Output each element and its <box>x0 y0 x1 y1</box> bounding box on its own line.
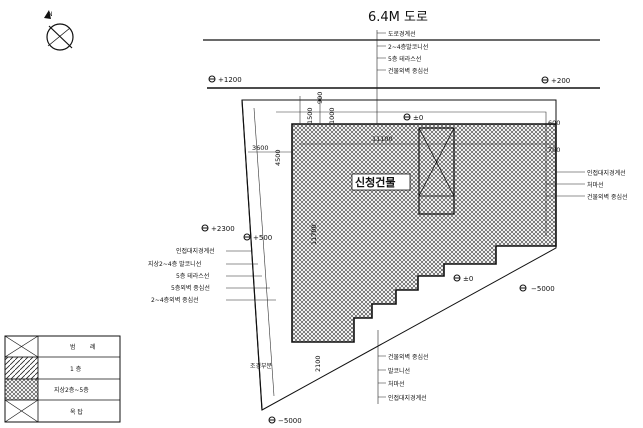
svg-text:인접대지경계선: 인접대지경계선 <box>587 169 626 177</box>
building-label: 신청건물 <box>355 175 395 189</box>
legend-swatch-floor1 <box>4 356 39 380</box>
svg-text:2~4층발코니선: 2~4층발코니선 <box>388 43 428 51</box>
svg-text:2~4층외벽 중심선: 2~4층외벽 중심선 <box>151 296 199 304</box>
svg-text:건물외벽 중심선: 건물외벽 중심선 <box>388 67 429 75</box>
legend-header-1: 범 <box>70 343 76 351</box>
svg-text:처마선: 처마선 <box>388 380 405 388</box>
svg-text:5층 테라스선: 5층 테라스선 <box>176 272 209 280</box>
top-callouts: 도로경계선 2~4층발코니선 5층 테라스선 건물외벽 중심선 <box>377 30 429 75</box>
dim-2100: 2100 <box>314 355 322 372</box>
dim-900: 900 <box>316 92 324 104</box>
svg-text:지상2~4층 발코니선: 지상2~4층 발코니선 <box>148 260 201 268</box>
dim-3600: 3600 <box>252 144 269 152</box>
dim-700: 700 <box>548 146 560 154</box>
bottom-callouts: 건물외벽 중심선 발코니선 처마선 인접대지경계선 <box>378 353 429 402</box>
legend: 범 례 1 층 지상2층~5층 옥 탑 <box>4 335 121 423</box>
legend-row-3: 옥 탑 <box>70 408 83 416</box>
elevation-marker: +500 <box>243 233 272 242</box>
dim-1000: 1000 <box>328 107 336 124</box>
core-box <box>418 127 455 215</box>
svg-text:±0: ±0 <box>463 275 473 283</box>
svg-text:처마선: 처마선 <box>587 181 604 189</box>
dim-1500: 1500 <box>306 107 314 124</box>
legend-swatch-upper <box>4 378 39 401</box>
svg-text:+500: +500 <box>253 234 272 242</box>
svg-text:−5000: −5000 <box>531 285 555 293</box>
elevation-marker: +1200 <box>208 75 242 84</box>
svg-text:±0: ±0 <box>413 114 423 122</box>
north-arrow-icon: N <box>44 10 74 51</box>
svg-text:N: N <box>48 11 53 18</box>
corner-label: 조경부분 <box>250 363 273 370</box>
elevation-marker: ±0 <box>453 274 473 283</box>
svg-text:−5000: −5000 <box>278 417 302 425</box>
svg-text:발코니선: 발코니선 <box>388 367 410 375</box>
svg-text:인접대지경계선: 인접대지경계선 <box>388 394 427 402</box>
svg-text:건물외벽 중심선: 건물외벽 중심선 <box>388 353 429 361</box>
elevation-marker: −5000 <box>519 284 555 293</box>
elevation-marker: ±0 <box>403 113 423 122</box>
left-callouts: 인접대지경계선 지상2~4층 발코니선 5층 테라스선 5층외벽 중심선 2~4… <box>148 247 276 304</box>
dim-11100: 11100 <box>372 135 393 143</box>
svg-text:건물외벽 중심선: 건물외벽 중심선 <box>587 193 628 201</box>
elevation-marker: −5000 <box>268 416 302 425</box>
svg-text:+2300: +2300 <box>211 225 235 233</box>
building-footprint <box>291 123 557 343</box>
dim-600: 600 <box>548 119 560 127</box>
svg-text:도로경계선: 도로경계선 <box>388 30 416 38</box>
svg-text:+200: +200 <box>551 77 570 85</box>
dim-11700: 11700 <box>310 224 318 245</box>
right-callouts: 인접대지경계선 처마선 건물외벽 중심선 <box>546 169 628 201</box>
svg-text:인접대지경계선: 인접대지경계선 <box>176 247 215 255</box>
legend-header-2: 례 <box>90 343 96 351</box>
legend-row-1: 1 층 <box>70 365 82 373</box>
elevation-marker: +2300 <box>201 224 235 233</box>
dim-4500: 4500 <box>274 149 282 166</box>
svg-text:5층 테라스선: 5층 테라스선 <box>388 55 421 63</box>
road-label: 6.4M 도로 <box>368 10 428 25</box>
legend-row-2: 지상2층~5층 <box>54 386 89 394</box>
svg-text:+1200: +1200 <box>218 76 242 84</box>
elevation-marker: +200 <box>541 76 570 85</box>
svg-text:5층외벽 중심선: 5층외벽 중심선 <box>171 284 210 292</box>
